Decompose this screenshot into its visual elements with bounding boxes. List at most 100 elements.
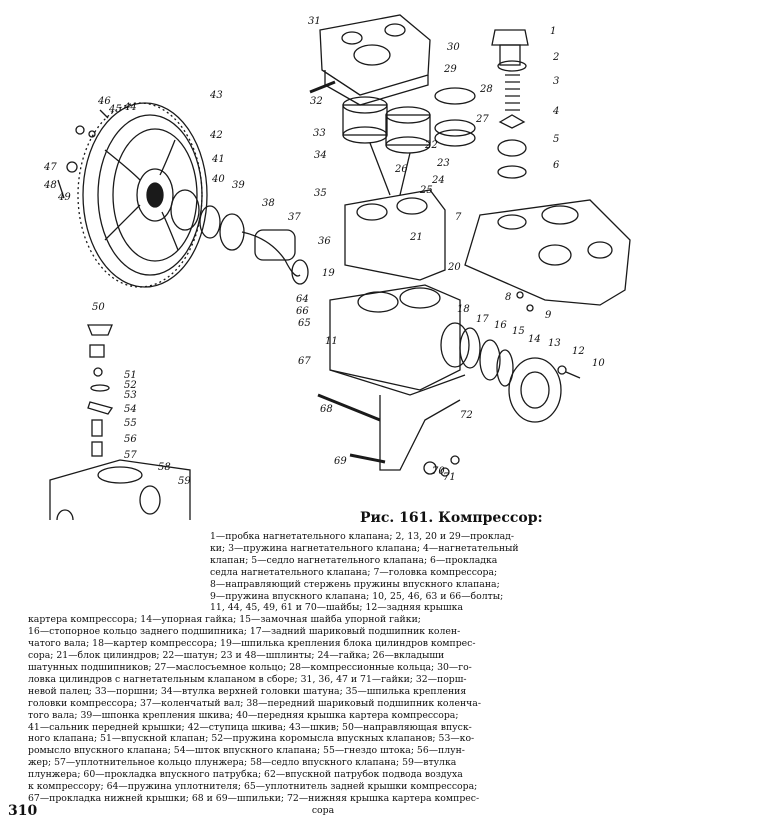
legend-line: 11, 44, 45, 49, 61 и 70—шайбы; 12—задняя… — [210, 602, 463, 614]
callout-56: 56 — [124, 434, 137, 445]
callout-39: 39 — [232, 180, 245, 191]
callout-32: 32 — [310, 96, 323, 107]
legend-line: 16—стопорное кольцо заднего подшипника; … — [28, 626, 461, 638]
callout-labels: 1234567891011121314151617181920212223242… — [43, 16, 605, 487]
callout-64: 64 — [296, 294, 309, 305]
callout-36: 36 — [318, 236, 331, 247]
callout-20: 20 — [447, 262, 461, 273]
callout-31: 31 — [308, 16, 321, 27]
callout-15: 15 — [512, 326, 525, 337]
callout-16: 16 — [494, 320, 507, 331]
callout-28: 28 — [479, 84, 493, 95]
callout-18: 18 — [457, 304, 470, 315]
legend-line: жер; 57—уплотнительное кольцо плунжера; … — [28, 757, 457, 769]
callout-3: 3 — [553, 76, 559, 87]
rear-cover-drawing — [459, 327, 581, 423]
callout-55: 55 — [124, 418, 137, 429]
callout-4: 4 — [552, 106, 559, 117]
callout-7: 7 — [455, 212, 462, 223]
callout-42: 42 — [209, 130, 223, 141]
legend-line: ромысло впускного клапана; 54—шток впуск… — [28, 745, 465, 757]
callout-41: 41 — [211, 154, 225, 165]
callout-29: 29 — [443, 64, 457, 75]
legend-line: сора — [311, 804, 335, 816]
callout-35: 35 — [314, 188, 327, 199]
legend-line: 9—пружина впускного клапана; 10, 25, 46,… — [210, 590, 504, 602]
pistons-drawing — [309, 80, 476, 196]
legend-line: плунжера; 60—прокладка впускного патрубк… — [28, 769, 463, 781]
legend-line: клапан; 5—седло нагнетательного клапана;… — [210, 554, 498, 566]
figure-caption: Рис. 161. Компрессор: — [360, 510, 543, 526]
cylinder-head-drawing — [319, 14, 431, 106]
callout-49: 49 — [57, 192, 71, 203]
callout-69: 69 — [334, 456, 347, 467]
callout-22: 22 — [424, 140, 438, 151]
callout-13: 13 — [548, 338, 561, 349]
callout-6: 6 — [553, 160, 560, 171]
legend-line: 41—сальник передней крышки; 42—ступица ш… — [28, 721, 472, 733]
callout-52: 52 — [124, 380, 137, 391]
callout-23: 23 — [436, 158, 450, 169]
callout-30: 30 — [447, 42, 460, 53]
callout-14: 14 — [528, 334, 541, 345]
callout-59: 59 — [178, 476, 191, 487]
pulley-drawing — [77, 102, 309, 288]
legend-line: ловка цилиндров с нагнетательным клапано… — [28, 673, 467, 685]
legend-line: 67—прокладка нижней крышки; 68 и 69—шпил… — [28, 792, 480, 804]
legend-line: невой палец; 33—поршни; 34—втулка верхне… — [28, 685, 467, 697]
callout-8: 8 — [505, 292, 511, 303]
page-number: 310 — [8, 803, 38, 819]
callout-45: 45 — [108, 104, 122, 115]
parts-legend: 1—пробка нагнетательного клапана; 2, 13,… — [28, 531, 618, 817]
legend-line: того вала; 39—шпонка крепления шкива; 40… — [28, 709, 459, 721]
callout-38: 38 — [262, 198, 275, 209]
legend-line: седла нагнетательного клапана; 7—головка… — [210, 566, 498, 578]
callout-47: 47 — [43, 162, 57, 173]
callout-33: 33 — [313, 128, 326, 139]
callout-51: 51 — [124, 370, 137, 381]
inlet-valve-drawing — [49, 324, 191, 520]
crankcase-drawing — [317, 189, 470, 477]
callout-25: 25 — [419, 185, 433, 196]
legend-line: к компрессору; 64—пружина уплотнителя; 6… — [28, 781, 478, 793]
legend-line: сора; 21—блок цилиндров; 22—шатун; 23 и … — [28, 650, 445, 662]
callout-72: 72 — [460, 410, 473, 421]
legend-line: ного клапана; 51—впускной клапан; 52—пру… — [28, 733, 475, 745]
legend-line: картера компрессора; 14—упорная гайка; 1… — [28, 614, 421, 626]
callout-17: 17 — [476, 314, 489, 325]
callout-53: 53 — [124, 390, 137, 401]
callout-58: 58 — [158, 462, 171, 473]
callout-24: 24 — [431, 175, 445, 186]
callout-65: 65 — [298, 318, 311, 329]
legend-line: чатого вала; 18—картер компрессора; 19—ш… — [28, 638, 476, 650]
legend-line: 8—направляющий стержень пружины впускног… — [210, 578, 500, 590]
legend-line: шатунных подшипников; 27—маслосъемное ко… — [28, 661, 472, 673]
callout-1: 1 — [550, 26, 556, 37]
callout-10: 10 — [592, 358, 605, 369]
callout-11: 11 — [325, 336, 338, 347]
callout-50: 50 — [92, 302, 105, 313]
callout-48: 48 — [43, 180, 57, 191]
callout-40: 40 — [211, 174, 225, 185]
callout-57: 57 — [124, 450, 137, 461]
small-parts-left — [57, 109, 109, 199]
valve-plug-drawing — [491, 29, 529, 179]
legend-line: 1—пробка нагнетательного клапана; 2, 13,… — [210, 531, 515, 542]
compressor-head-drawing — [464, 199, 631, 312]
callout-71: 71 — [443, 472, 456, 483]
legend-line: головки компрессора; 37—коленчатый вал; … — [28, 697, 481, 709]
callout-12: 12 — [572, 346, 585, 357]
compressor-exploded-drawing: 1234567891011121314151617181920212223242… — [43, 14, 631, 520]
callout-46: 46 — [97, 96, 111, 107]
callout-5: 5 — [553, 134, 559, 145]
callout-9: 9 — [545, 310, 552, 321]
callout-26: 26 — [394, 164, 408, 175]
callout-19: 19 — [322, 268, 335, 279]
callout-27: 27 — [475, 114, 489, 125]
legend-line: ки; 3—пружина нагнетательного клапана; 4… — [210, 542, 519, 554]
callout-34: 34 — [314, 150, 327, 161]
callout-68: 68 — [320, 404, 333, 415]
callout-70: 70 — [432, 466, 445, 477]
callout-2: 2 — [552, 52, 559, 63]
callout-21: 21 — [409, 232, 423, 243]
